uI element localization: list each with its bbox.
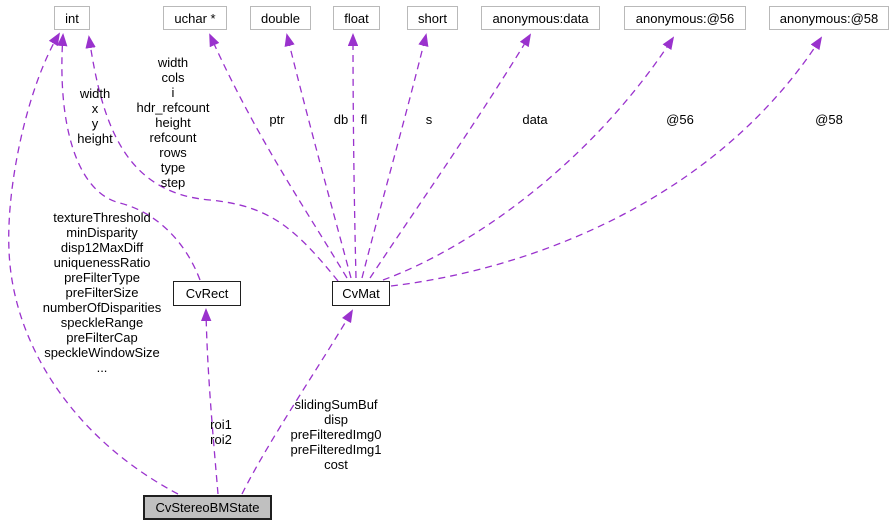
node-int: int [54,6,90,30]
edge-mat-to-anon56 [382,36,675,281]
edge-mat-to-short [361,33,429,279]
edge-mat-to-float [347,33,359,279]
edge-label-bm-to-mat: slidingSumBuf disp preFilteredImg0 preFi… [290,397,382,472]
edge-label-fl: fl [360,112,368,127]
node-cvmat[interactable]: CvMat [332,281,390,306]
edge-bm-to-rect [200,308,219,495]
edge-mat-to-anon58 [390,36,823,287]
node-float: float [333,6,380,30]
edge-mat-to-data [369,33,532,279]
edge-label-db: db [333,112,349,127]
edge-label-ptr: ptr [269,112,285,127]
edge-label-s: s [425,112,433,127]
edge-bm-to-mat [241,309,353,495]
edge-label-roi: roi1 roi2 [210,417,232,447]
edge-label-data: data [522,112,548,127]
edge-label-at56: @56 [666,112,694,127]
node-cvstereobmstate: CvStereoBMState [143,495,272,520]
edge-bm-to-int [8,32,179,495]
edge-mat-to-double [284,33,352,279]
node-anonymous-58: anonymous:@58 [769,6,889,30]
node-short: short [407,6,458,30]
edge-label-at58: @58 [815,112,843,127]
edge-rect-to-int [57,33,201,281]
edge-label-rect-to-int: width x y height [77,86,113,146]
node-anonymous-data: anonymous:data [481,6,600,30]
edge-label-mat-to-int: width cols i hdr_refcount height refcoun… [136,55,210,190]
node-double: double [250,6,311,30]
node-anonymous-56: anonymous:@56 [624,6,746,30]
edge-label-bm-to-int: textureThreshold minDisparity disp12MaxD… [42,210,162,375]
node-uchar-ptr: uchar * [163,6,227,30]
node-cvrect[interactable]: CvRect [173,281,241,306]
edge-mat-to-uchar [209,33,348,279]
